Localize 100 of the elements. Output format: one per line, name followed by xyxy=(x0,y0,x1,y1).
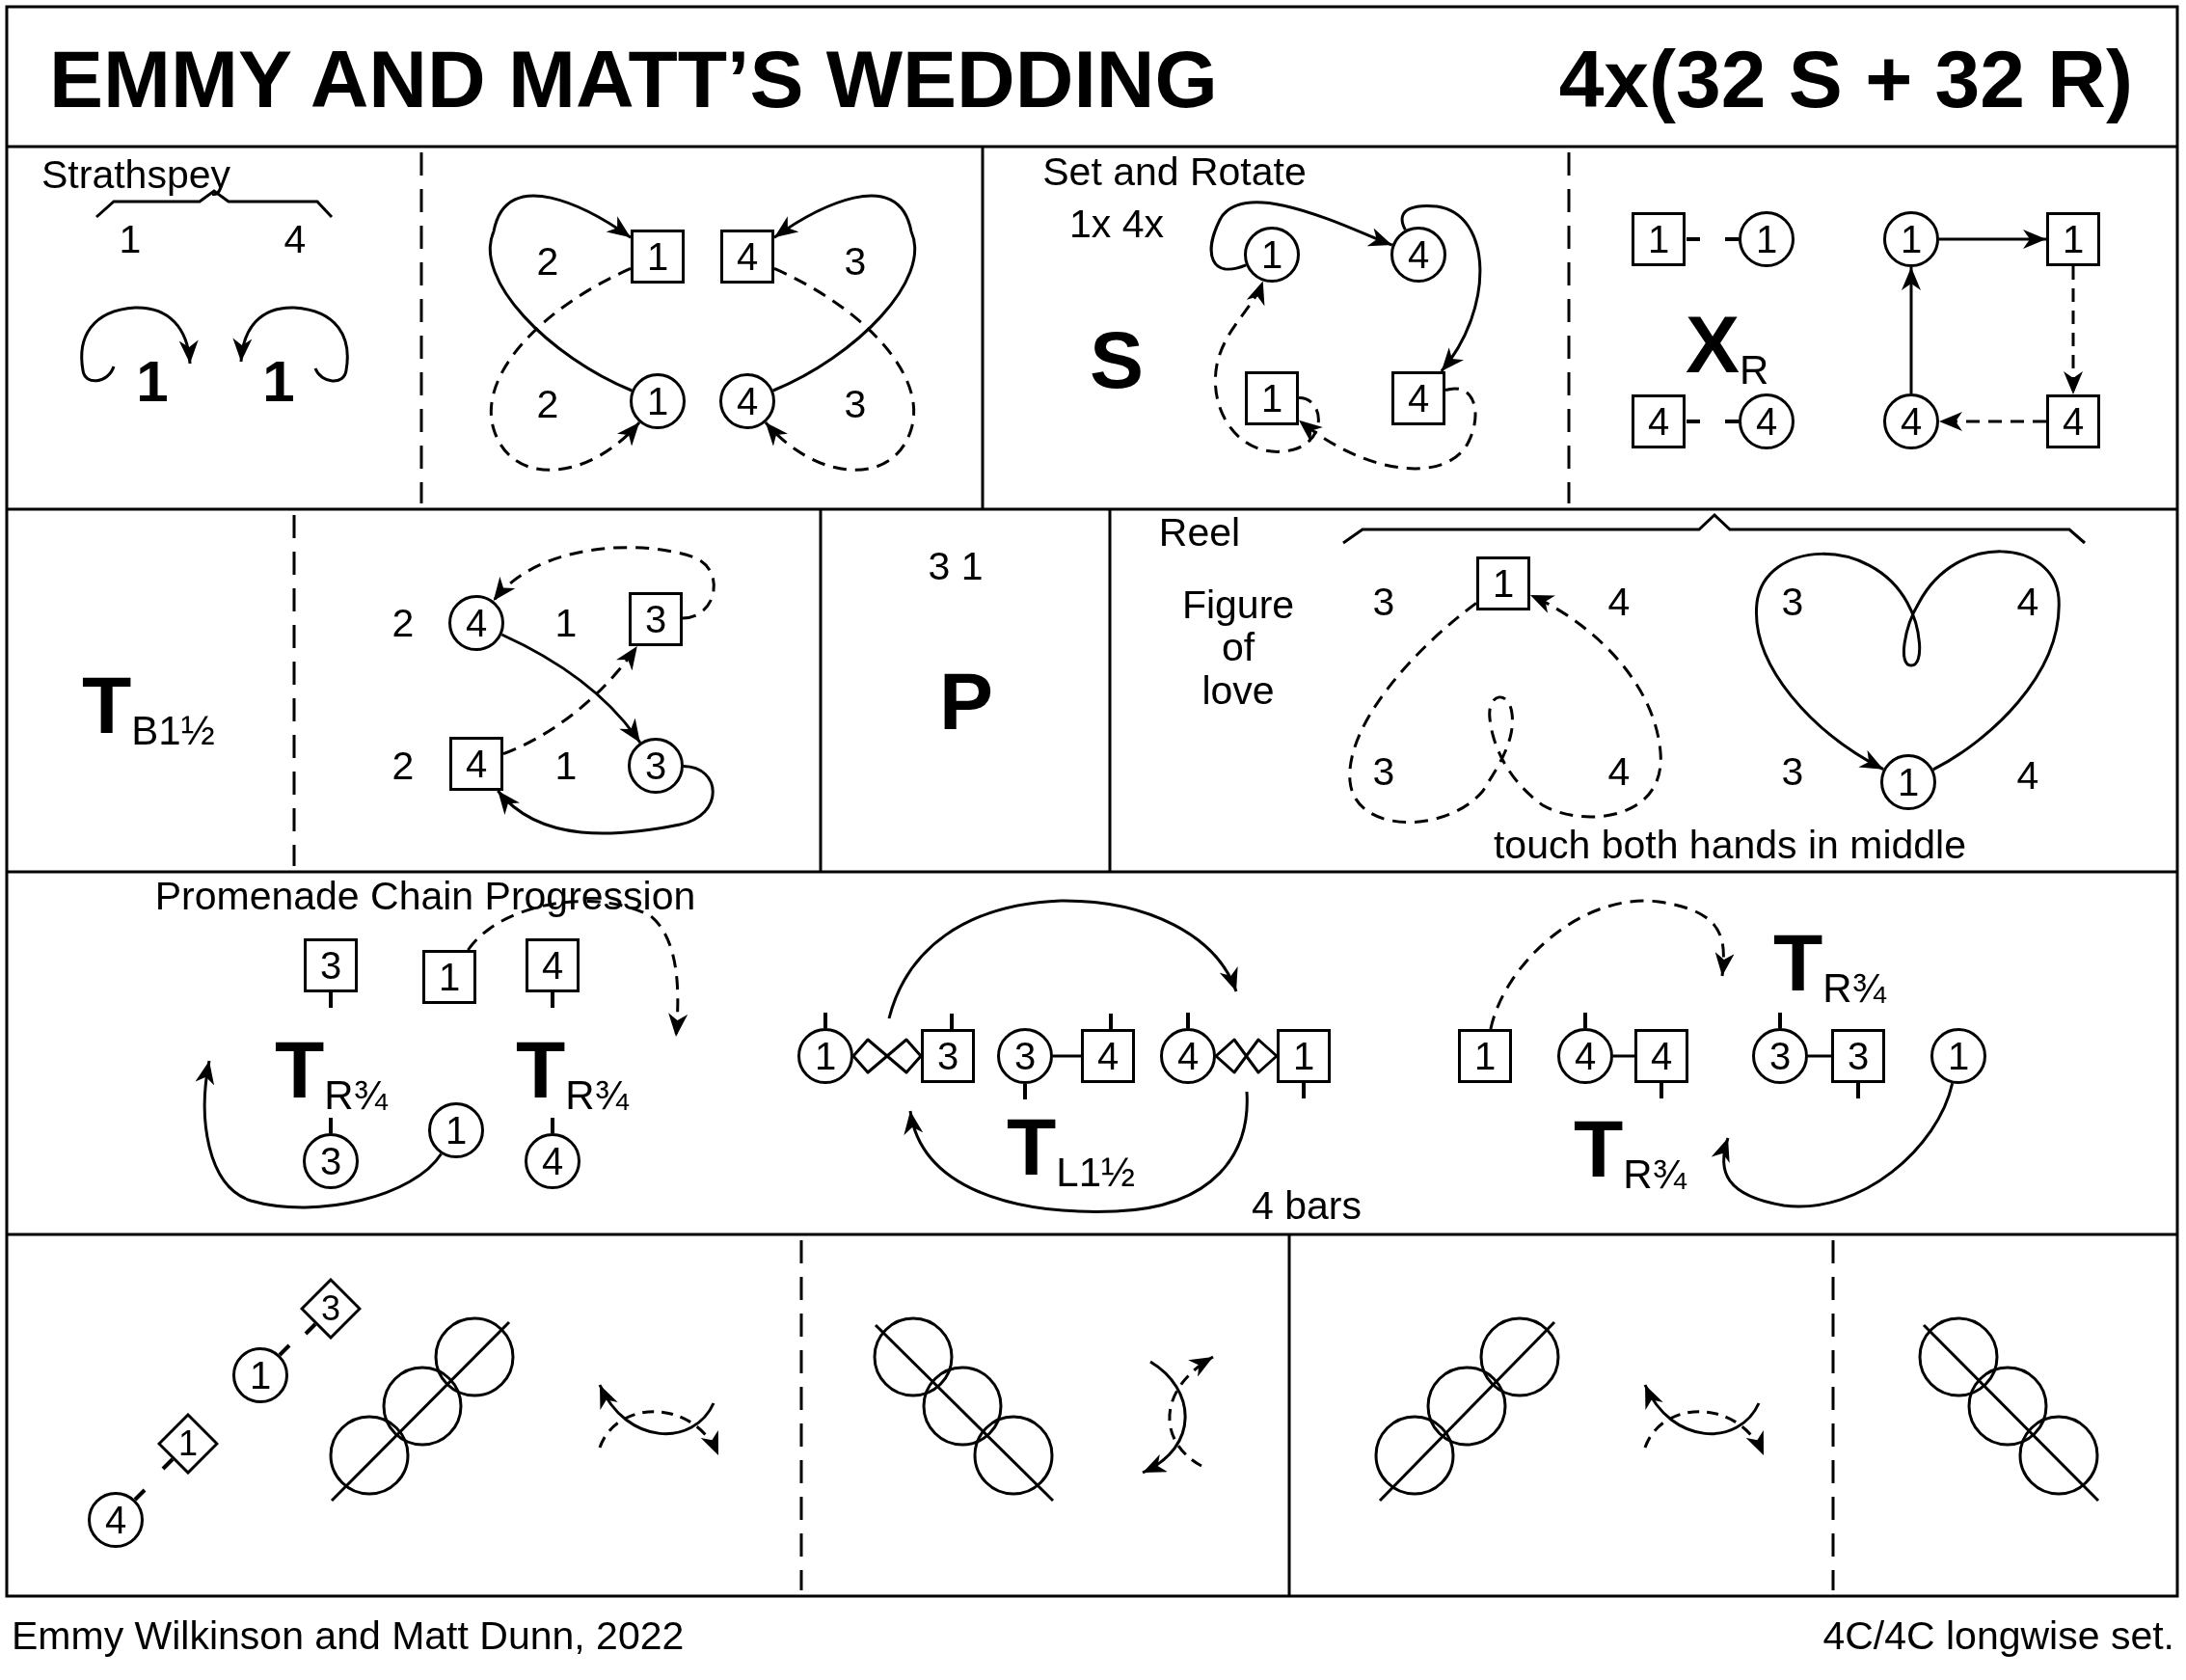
position-number: 2 xyxy=(391,603,415,643)
dancer-circle: 4 xyxy=(525,1133,580,1189)
figure-symbol: T$_{R¾}$ xyxy=(275,1029,388,1116)
arrow xyxy=(490,267,641,472)
dancer-square: 1 xyxy=(1476,556,1530,610)
dancer-circle: 1 xyxy=(1880,754,1936,810)
dancer-square: 4 xyxy=(449,737,503,791)
dancer-square: 4 xyxy=(1634,1029,1688,1083)
arrow xyxy=(502,645,638,755)
arrow xyxy=(1939,412,2046,431)
dancer-circle: 4 xyxy=(448,595,504,651)
dancer-square: 4 xyxy=(1632,394,1686,448)
figure-symbol: P xyxy=(939,661,993,742)
arrow xyxy=(1489,899,1735,1030)
connector-line xyxy=(851,1038,923,1074)
dancer-circle: 3 xyxy=(997,1028,1053,1084)
dancer-square: 1 xyxy=(1458,1029,1512,1083)
position-number: 4 xyxy=(1607,582,1631,622)
dancer-circle: 4 xyxy=(1883,393,1939,449)
dancer-square: 3 xyxy=(921,1029,975,1083)
repeat-note: 1x 4x xyxy=(1069,203,1164,244)
arrow xyxy=(764,267,915,472)
arrow xyxy=(1755,550,2061,772)
position-number: 3 xyxy=(844,241,867,282)
connector-line xyxy=(1808,1054,1831,1058)
position-number: 4 xyxy=(283,219,307,259)
dancer-circle: 4 xyxy=(1390,227,1446,283)
position-number: 4 xyxy=(1607,751,1631,792)
dancer-square: 4 xyxy=(1391,371,1445,425)
position-number: 1 xyxy=(554,603,578,643)
section-heading: Strathspey xyxy=(41,154,230,195)
dancer-square: 1 xyxy=(422,950,476,1004)
dancer-square: 3 xyxy=(1831,1029,1885,1083)
dancer-square: 4 xyxy=(720,230,774,284)
dancer-square: 3 xyxy=(304,938,358,992)
title: EMMY AND MATT’S WEDDING xyxy=(49,39,1218,120)
position-number: 2 xyxy=(536,384,559,424)
dancer-square: 1 xyxy=(1277,1029,1331,1083)
position-number: 1 xyxy=(554,745,578,786)
arrow xyxy=(1298,387,1477,471)
dancer-square: 1 xyxy=(1632,212,1686,266)
position-number: 3 xyxy=(1372,582,1395,622)
author-credit: Emmy Wilkinson and Matt Dunn, 2022 xyxy=(12,1615,685,1656)
arrow xyxy=(1712,1082,1955,1208)
dancer-circle: 1 xyxy=(428,1102,484,1158)
dancer-square: 1 xyxy=(2046,212,2100,266)
dancer-square: 4 xyxy=(1081,1029,1135,1083)
position-number: 1 xyxy=(119,219,142,259)
figure-symbol: T$_{R¾}$ xyxy=(1574,1108,1687,1195)
note: touch both hands in middle xyxy=(1493,825,1967,865)
dancer-square: 1 xyxy=(1245,371,1299,425)
arrow xyxy=(500,633,641,744)
position-number: 2 xyxy=(391,745,415,786)
arrow xyxy=(1939,230,2046,249)
dancer-square: 4 xyxy=(2046,394,2100,448)
figure-symbol: T$_{B1½}$ xyxy=(82,664,215,751)
section-heading: Set and Rotate xyxy=(1042,151,1307,192)
arrow xyxy=(1348,593,1662,824)
position-number: 3 xyxy=(1781,582,1804,622)
section-heading: Reel xyxy=(1158,512,1241,553)
dancer-circle: 4 xyxy=(1739,393,1795,449)
arrow xyxy=(196,1060,443,1209)
position-number: 4 xyxy=(2016,755,2039,796)
dancer-circle: 1 xyxy=(630,373,686,429)
connector-line xyxy=(1053,1054,1081,1058)
position-number: 3 xyxy=(1781,751,1804,792)
arrow xyxy=(1400,204,1482,372)
figure-name: Figure of love xyxy=(1181,583,1295,712)
dancer-circle: 4 xyxy=(1160,1028,1216,1084)
dancer-square: 3 xyxy=(629,592,683,646)
figure-symbol: T$_{R¾}$ xyxy=(516,1029,629,1116)
arrow xyxy=(1902,267,1921,393)
dancer-circle: 1 xyxy=(797,1028,853,1084)
dancer-circle: 4 xyxy=(719,373,775,429)
dancer-circle: 3 xyxy=(628,738,684,794)
position-number: 3 xyxy=(1372,751,1395,792)
dancer-circle: 1 xyxy=(1883,211,1939,267)
position-number: 3 1 xyxy=(928,546,984,586)
arrow xyxy=(492,546,715,620)
dancer-circle: 1 xyxy=(232,1347,288,1403)
figure-symbol: T$_{R¾}$ xyxy=(1773,922,1886,1009)
position-number: 3 xyxy=(844,384,867,424)
arrow xyxy=(1214,280,1320,453)
connector-line xyxy=(1613,1054,1634,1058)
dancer-square: 4 xyxy=(526,938,580,992)
dancer-number: 1 xyxy=(262,353,295,411)
dancer-circle: 4 xyxy=(88,1492,144,1548)
set-format: 4C/4C longwise set. xyxy=(1822,1615,2174,1656)
arrow xyxy=(1209,201,1393,271)
arrow xyxy=(467,900,688,1038)
position-number: 2 xyxy=(536,241,559,282)
figure-symbol: S xyxy=(1090,319,1144,400)
connector-line xyxy=(1214,1038,1279,1074)
dancer-circle: 3 xyxy=(303,1133,359,1189)
dancer-circle: 1 xyxy=(1244,227,1300,283)
dancer-square: 1 xyxy=(631,230,685,284)
dancer-circle: 1 xyxy=(1739,211,1795,267)
section-heading: Promenade Chain Progression xyxy=(154,876,696,916)
dancer-circle: 1 xyxy=(1930,1028,1986,1084)
dancer-number: 1 xyxy=(136,353,169,411)
